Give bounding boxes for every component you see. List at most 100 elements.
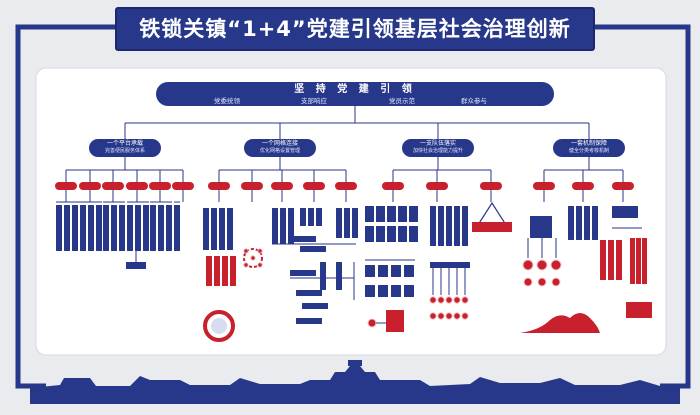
red-dot bbox=[550, 259, 562, 271]
leaf-box bbox=[404, 265, 414, 277]
branch-mechanism: 一套机制保障 健全分类考核机制 bbox=[553, 139, 625, 157]
branch-grid-title: 一个网格连接 bbox=[261, 140, 298, 147]
leaf-box bbox=[576, 206, 582, 240]
leaf-box bbox=[344, 208, 350, 238]
red-dot bbox=[461, 312, 469, 320]
red-leaf-box bbox=[636, 238, 641, 284]
ring-center bbox=[211, 318, 227, 334]
red-dot bbox=[437, 296, 445, 304]
red-dot bbox=[522, 259, 534, 271]
cluster-dot bbox=[243, 262, 249, 268]
leaf-box bbox=[612, 206, 638, 218]
leaf-box bbox=[378, 265, 388, 277]
leaf-box bbox=[592, 206, 598, 240]
top-node-title: 坚 持 党 建 引 领 bbox=[294, 84, 416, 95]
leaf-box bbox=[391, 285, 401, 297]
leaf-box bbox=[568, 206, 574, 240]
category-node bbox=[55, 182, 77, 190]
top-sub-4: 群众参与 bbox=[461, 97, 487, 105]
leaf-box bbox=[288, 208, 294, 244]
leaf-box bbox=[150, 205, 156, 251]
leaf-box bbox=[365, 206, 374, 222]
leaf-box bbox=[365, 226, 374, 242]
red-leaf-box bbox=[630, 238, 635, 284]
leaf-box bbox=[166, 205, 172, 251]
diagram-panel bbox=[35, 67, 667, 356]
leaf-box bbox=[336, 262, 342, 290]
branch-mechanism-title: 一套机制保障 bbox=[570, 140, 607, 147]
category-node bbox=[149, 182, 171, 190]
leaf-box bbox=[316, 208, 322, 226]
leaf-box bbox=[308, 208, 314, 226]
branch-platform: 一个平台承载 完善便民服务体系 bbox=[89, 139, 161, 157]
red-dot bbox=[453, 296, 461, 304]
category-node bbox=[335, 182, 357, 190]
leaf-box bbox=[404, 285, 414, 297]
leaf-box bbox=[296, 318, 322, 324]
red-dot bbox=[437, 312, 445, 320]
leaf-box bbox=[387, 206, 396, 222]
leaf-box bbox=[174, 205, 180, 251]
category-node bbox=[172, 182, 194, 190]
leaf-box bbox=[409, 226, 418, 242]
red-dot bbox=[445, 312, 453, 320]
leaf-box bbox=[135, 205, 141, 251]
leaf-box bbox=[127, 205, 133, 251]
leaf-box bbox=[158, 205, 164, 251]
main-title: 铁锁关镇“1+4”党建引领基层社会治理创新 bbox=[115, 7, 595, 51]
branch-grid: 一个网格连接 优化网格设置管理 bbox=[244, 139, 316, 157]
leaf-box bbox=[290, 236, 316, 242]
leaf-box bbox=[126, 262, 146, 269]
red-dot bbox=[551, 277, 561, 287]
red-dot bbox=[367, 318, 377, 328]
category-node bbox=[79, 182, 101, 190]
red-leaf-box bbox=[626, 302, 652, 318]
red-leaf-box bbox=[214, 256, 220, 286]
skyline-decoration bbox=[30, 360, 680, 398]
red-mountain-graphic bbox=[520, 313, 600, 333]
category-node bbox=[533, 182, 555, 190]
top-node: 坚 持 党 建 引 领 党委统领 支部响应 党员示范 群众参与 bbox=[156, 82, 554, 106]
leaf-box bbox=[203, 208, 209, 250]
red-dot bbox=[445, 296, 453, 304]
red-leaf-box bbox=[600, 240, 606, 280]
top-sub-3: 党员示范 bbox=[389, 97, 415, 105]
leaf-box bbox=[280, 208, 286, 244]
leaf-box bbox=[398, 226, 407, 242]
branch-mechanism-subtitle: 健全分类考核机制 bbox=[568, 148, 609, 154]
red-dot bbox=[536, 259, 548, 271]
leaf-box bbox=[227, 208, 233, 250]
cluster-dot bbox=[257, 262, 263, 268]
leaf-box bbox=[300, 246, 326, 252]
category-node bbox=[102, 182, 124, 190]
red-leaf-box bbox=[230, 256, 236, 286]
leaf-box bbox=[143, 205, 149, 251]
top-sub-2: 支部响应 bbox=[301, 97, 327, 105]
red-dot bbox=[429, 312, 437, 320]
red-leaf-box bbox=[616, 240, 622, 280]
red-leaf-box bbox=[472, 222, 512, 232]
leaf-box bbox=[530, 216, 552, 238]
leaf-box bbox=[409, 206, 418, 222]
top-sub-1: 党委统领 bbox=[214, 97, 240, 105]
category-node bbox=[126, 182, 148, 190]
leaf-box bbox=[56, 205, 62, 251]
leaf-box bbox=[336, 208, 342, 238]
leaf-box bbox=[454, 206, 460, 246]
cluster-dot bbox=[257, 248, 263, 254]
leaf-box bbox=[438, 206, 444, 246]
red-leaf-box bbox=[222, 256, 228, 286]
red-leaf-box bbox=[386, 310, 404, 332]
leaf-box bbox=[219, 208, 225, 250]
red-ring bbox=[203, 310, 235, 342]
leaf-box bbox=[387, 226, 396, 242]
leaf-box bbox=[119, 205, 125, 251]
leaf-box bbox=[111, 205, 117, 251]
red-leaf-box bbox=[642, 238, 647, 284]
category-node bbox=[303, 182, 325, 190]
leaf-box bbox=[272, 208, 278, 244]
red-dot bbox=[537, 277, 547, 287]
red-dot bbox=[429, 296, 437, 304]
